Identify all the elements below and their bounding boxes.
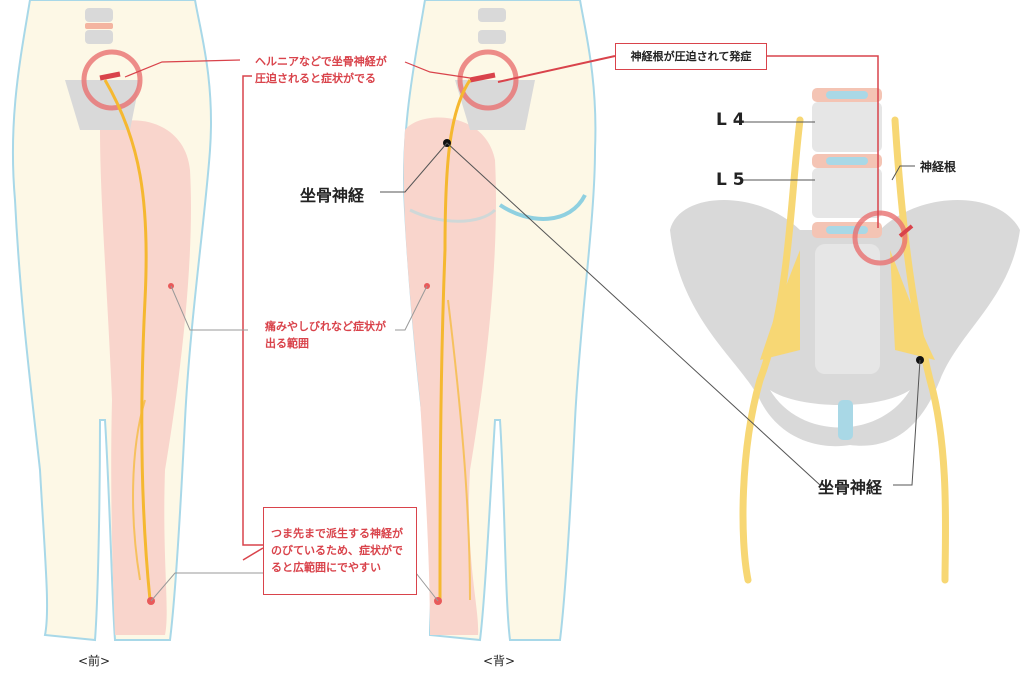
pain-range-line: 痛みやしびれなど症状が	[265, 320, 386, 333]
l5-label: L 5	[716, 170, 745, 190]
hernia-label-line: 圧迫されると症状がでる	[255, 72, 376, 85]
root-compressed-label: 神経根が圧迫されて発症	[630, 50, 752, 63]
pain-range-line: 出る範囲	[265, 337, 309, 350]
toe-note-line: ると広範囲にでやすい	[271, 561, 381, 574]
leader-lines	[124, 55, 921, 602]
pelvis	[670, 88, 1020, 584]
toe-note-line: つま先まで派生する神経が	[271, 527, 403, 540]
sciatic-nerve-label-pelvis: 坐骨神経	[818, 478, 883, 497]
front-body	[11, 0, 212, 642]
front-caption: <前>	[78, 654, 111, 668]
root-compressed-box: 神経根が圧迫されて発症	[615, 43, 767, 70]
hernia-label: ヘルニアなどで坐骨神経が 圧迫されると症状がでる	[255, 53, 387, 87]
toe-note-line: のびているため、症状がで	[271, 544, 403, 557]
pain-range-label: 痛みやしびれなど症状が 出る範囲	[265, 318, 386, 352]
hernia-label-line: ヘルニアなどで坐骨神経が	[255, 55, 387, 68]
back-caption: <背>	[483, 654, 516, 668]
sciatic-nerve-label-back: 坐骨神経	[300, 186, 365, 205]
toe-note-label: つま先まで派生する神経が のびているため、症状がで ると広範囲にでやすい	[271, 525, 403, 576]
l4-label: L 4	[716, 110, 745, 130]
nerve-root-label: 神経根	[920, 160, 957, 174]
toe-note-box: つま先まで派生する神経が のびているため、症状がで ると広範囲にでやすい	[263, 507, 417, 595]
back-body	[403, 0, 597, 642]
